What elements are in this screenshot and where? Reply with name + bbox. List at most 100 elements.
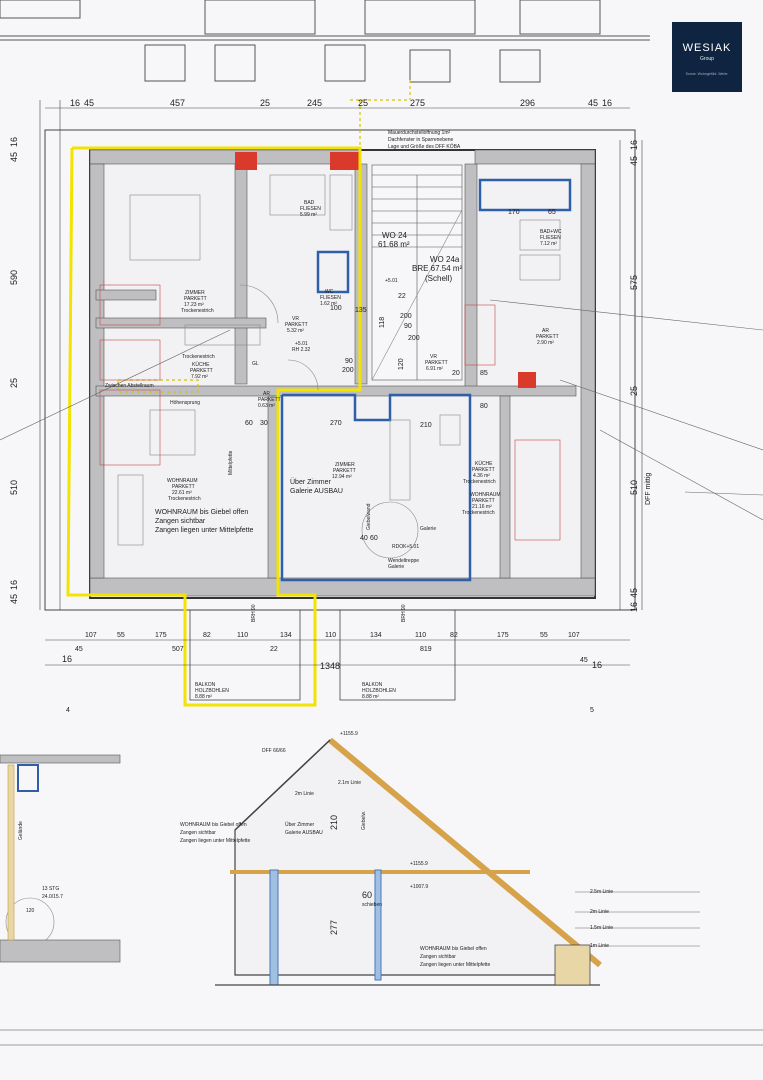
unit-wo24a-boundary xyxy=(280,393,472,582)
dm-40: 40 xyxy=(360,535,368,542)
gl-label: GL xyxy=(252,361,259,367)
sec-l2: 2m Linie xyxy=(295,791,314,797)
dim-t-16r: 16 xyxy=(602,98,612,108)
treppe-2: Galerie xyxy=(388,564,404,570)
top-note-1: Mauerdurchstellöffnung 1m² xyxy=(388,130,450,136)
dm-100: 100 xyxy=(330,305,342,312)
dim-l-16: 16 xyxy=(9,137,19,147)
wohn2-l4: Trockenestrich xyxy=(462,510,495,516)
bottom-dims-row2: 16 45 507 22 819 45 16 1348 xyxy=(62,646,602,671)
sec-top-level: +1155.9 xyxy=(340,731,358,737)
vr1-l3: 5.32 m² xyxy=(287,328,304,334)
balcony2-name: BALKON xyxy=(362,682,383,688)
dim-b-107b: 107 xyxy=(568,632,580,639)
dim-r-575: 575 xyxy=(629,275,639,290)
dim-b2-22: 22 xyxy=(270,646,278,653)
dm-60: 60 xyxy=(370,535,378,542)
galerie-1: Über Zimmer xyxy=(290,478,332,486)
sec-l21: 2.1m Linie xyxy=(338,780,361,786)
misc-dims: 200 90 90 200 80 200 120 40 60 270 210 1… xyxy=(245,209,556,542)
wohn-giebel-3: Zangen liegen unter Mittelpfette xyxy=(155,527,254,534)
sec-d60: 60 xyxy=(362,890,372,900)
dim-r-16: 16 xyxy=(629,140,639,150)
wohn-giebel-1: WOHNRAUM bis Giebel offen xyxy=(155,509,248,516)
balcony2-mat: HOLZBOHLEN xyxy=(362,688,396,694)
wohn-giebel-2: Zangen sichtbar xyxy=(155,518,206,525)
dim-r-510: 510 xyxy=(629,480,639,495)
wohn2-l1: WOHNRAUM xyxy=(470,492,501,498)
ar1-l2: PARKETT xyxy=(258,397,281,403)
dim-b-55b: 55 xyxy=(540,632,548,639)
ff-label: RH 2.32 xyxy=(292,347,311,353)
bh2-label: BRH 90 xyxy=(401,604,407,622)
dm-270: 270 xyxy=(330,420,342,427)
axis-5: 5 xyxy=(590,707,594,714)
zimmer2-l1: ZIMMER xyxy=(335,462,355,468)
balcony-labels: BALKON HOLZBOHLEN 8.88 m² BALKON HOLZBOH… xyxy=(195,682,396,700)
balcony1-name: BALKON xyxy=(195,682,216,688)
dim-t-457: 457 xyxy=(170,98,185,108)
sec-bot-2: Zangen sichtbar xyxy=(420,954,456,960)
right-dims: 16 45 575 25 510 DFF mittig 45 16 xyxy=(629,140,652,612)
zimmer2-l3: 12.94 m² xyxy=(332,474,352,480)
sec-mid-1: Über Zimmer xyxy=(285,821,315,828)
unit-wo24a-area: BRE 67.54 m² xyxy=(412,264,463,273)
unit-wo24-highlight xyxy=(66,146,362,707)
wc1-l1: WC xyxy=(325,289,334,295)
dim-b-134b: 134 xyxy=(370,632,382,639)
dm-22: 22 xyxy=(398,293,406,300)
balcony2-area: 8.88 m² xyxy=(362,694,379,700)
sec-stg-d: 120 xyxy=(26,908,35,914)
level-1: +5.01 xyxy=(385,278,398,284)
wohn1-l1: WOHNRAUM xyxy=(167,478,198,484)
zimmer1-l4: Trockenestrich xyxy=(181,308,214,314)
vr1-l1: VR xyxy=(292,316,299,322)
sec-lvl3: +1007.9 xyxy=(410,884,428,890)
dm-210: 210 xyxy=(420,422,432,429)
dm-135: 135 xyxy=(355,307,367,314)
dim-l-25: 25 xyxy=(9,378,19,388)
dim-b-110: 110 xyxy=(237,632,248,639)
dim-l-590: 590 xyxy=(9,270,19,285)
facade-top xyxy=(0,0,650,83)
zimmer1-l3: 17.23 m² xyxy=(184,302,204,308)
wohn2-l3: 21.16 m² xyxy=(472,504,492,510)
sec-left-3: Zangen liegen unter Mittelpfette xyxy=(180,838,251,844)
dm-170: 170 xyxy=(508,209,520,216)
sec-bot-3: Zangen liegen unter Mittelpfette xyxy=(420,962,491,968)
dim-t-25b: 25 xyxy=(358,98,368,108)
dim-b2-45: 45 xyxy=(75,646,83,653)
bad1-l3: 5.99 m² xyxy=(300,212,317,218)
stairwell xyxy=(371,164,463,381)
dm-30: 30 xyxy=(260,420,268,427)
wc1-l3: 1.62 m² xyxy=(320,301,337,307)
sec-dff: DFF 66/66 xyxy=(262,748,286,754)
dim-r-dff: DFF mittig xyxy=(645,473,652,505)
dim-r-45: 45 xyxy=(629,156,639,166)
dm-118: 118 xyxy=(379,317,386,328)
schacht-label: Giebelwand xyxy=(366,503,372,530)
sec-schieben: schieben xyxy=(362,902,382,908)
sec-d210: 210 xyxy=(329,815,339,830)
kueche1-l3: 7.92 m² xyxy=(191,374,208,380)
dim-b-110b: 110 xyxy=(325,632,336,639)
mittelpfette-1: Mittelpfette xyxy=(228,450,234,475)
kueche1-l2: PARKETT xyxy=(190,368,213,374)
bottom-dims-row: 107 55 175 82 110 134 110 134 110 82 175… xyxy=(85,632,580,639)
dim-t-45r: 45 xyxy=(588,98,598,108)
logo-tagline: Sonne. Wohngefühl. Werte. xyxy=(685,72,729,76)
vr1-l2: PARKETT xyxy=(285,322,308,328)
dim-b2-45r: 45 xyxy=(580,657,588,664)
top-dims-row: 16 45 457 25 245 25 275 296 45 16 xyxy=(70,98,612,108)
balcony-2-outline xyxy=(339,609,456,701)
sec-left-2: Zangen sichtbar xyxy=(180,830,216,836)
zimmer1-l1: ZIMMER xyxy=(185,290,205,296)
wohn2-l2: PARKETT xyxy=(472,498,495,504)
vr2-l1: VR xyxy=(430,354,437,360)
bh1-label: BRH 90 xyxy=(251,604,257,622)
dim-l-45: 45 xyxy=(9,152,19,162)
room-labels: ZIMMER PARKETT 17.23 m² Trockenestrich B… xyxy=(167,200,562,516)
dim-t-275: 275 xyxy=(410,98,425,108)
sec-l2r: 2m Linie xyxy=(590,909,609,915)
